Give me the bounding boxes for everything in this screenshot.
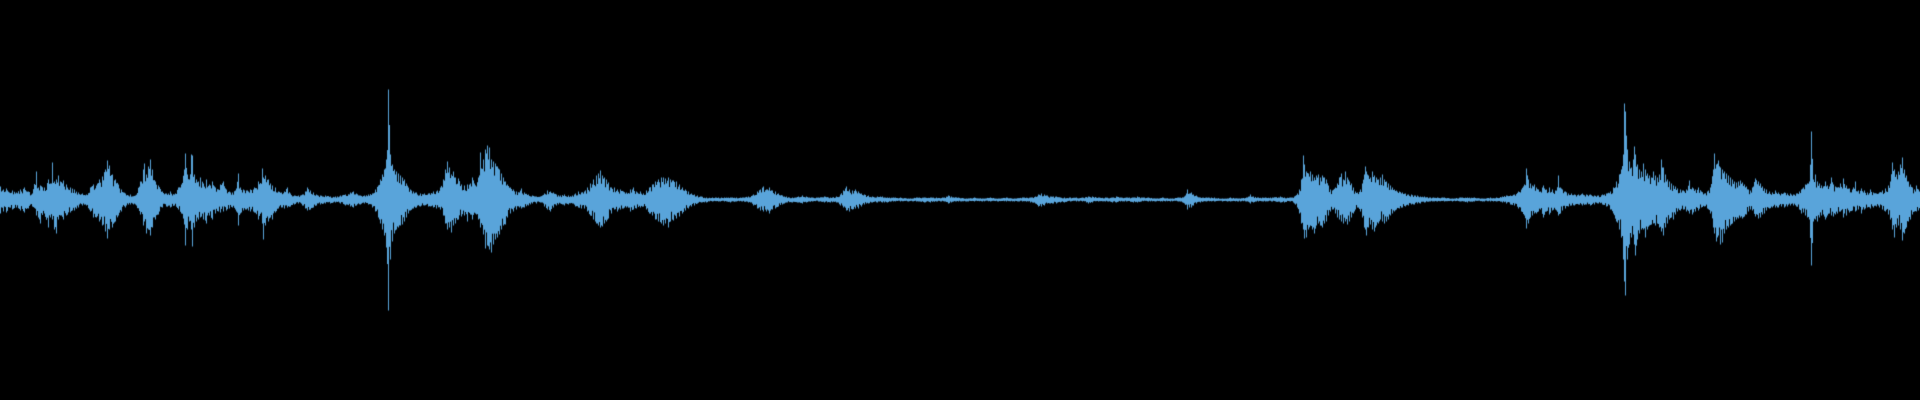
waveform-viewer — [0, 0, 1920, 400]
audio-waveform-canvas[interactable] — [0, 0, 1920, 400]
